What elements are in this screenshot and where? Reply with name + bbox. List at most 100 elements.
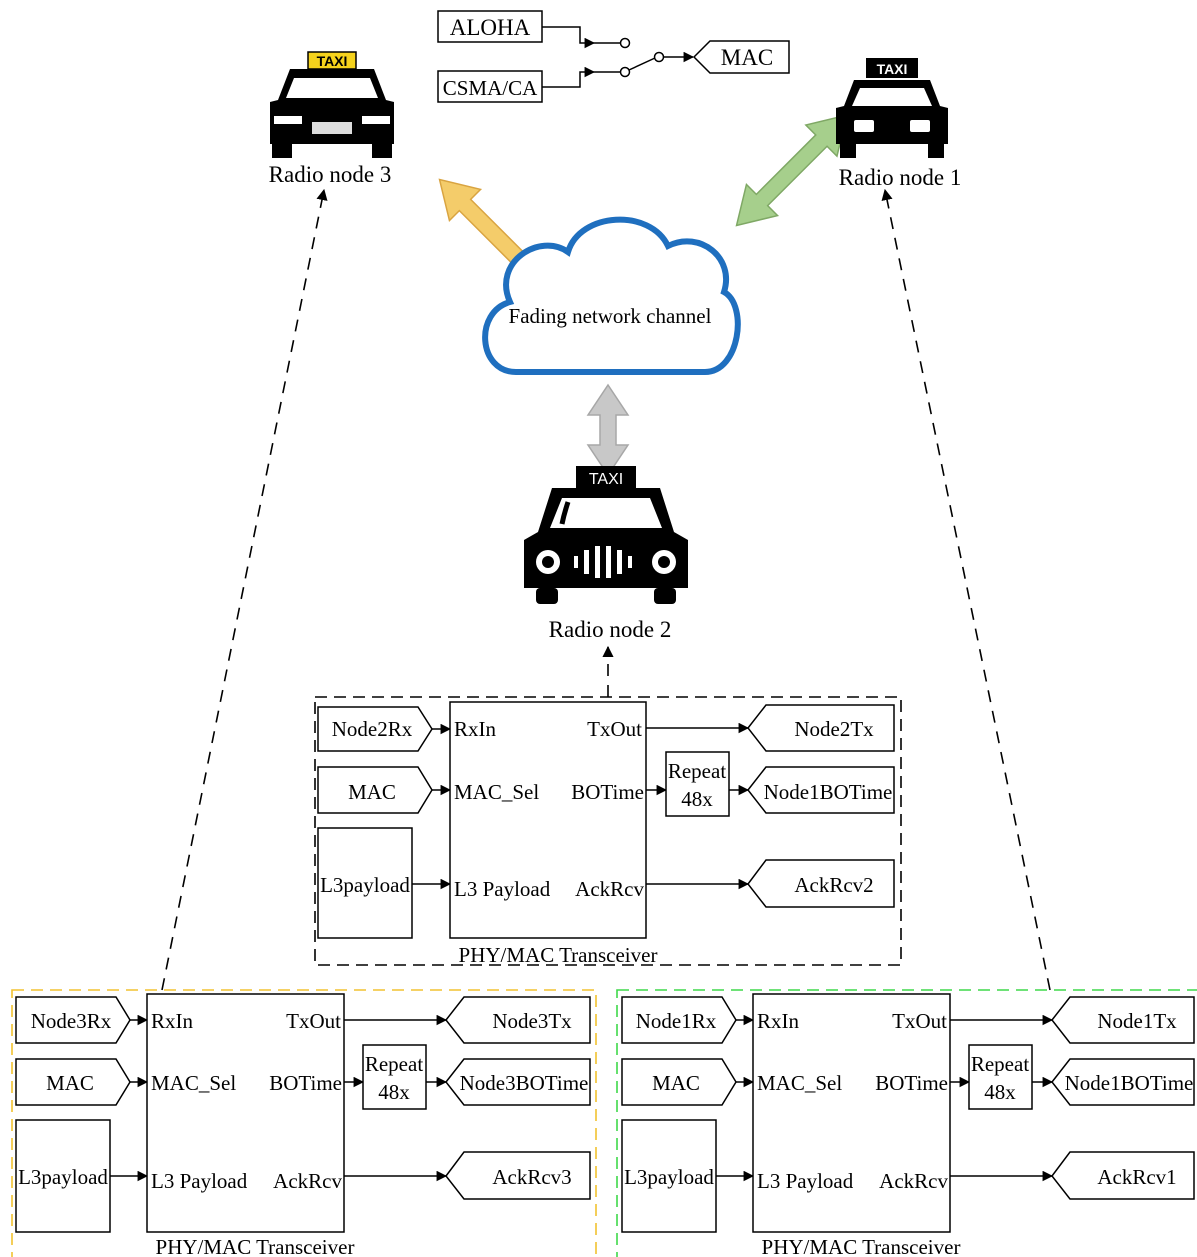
svg-text:AckRcv: AckRcv [575,877,644,901]
input-l3payload [621,1119,717,1233]
svg-text:L3payload: L3payload [624,1165,714,1189]
svg-text:AckRcv3: AckRcv3 [492,1165,571,1189]
svg-text:48x: 48x [681,787,713,811]
svg-text:MAC_Sel: MAC_Sel [454,780,539,804]
mac-selector: ALOHA CSMA/CA MAC [437,10,790,103]
repeat-block [968,1044,1033,1110]
output-ackrcv1 [1051,1151,1195,1200]
svg-text:48x: 48x [378,1080,410,1104]
output-node1botime [747,766,895,814]
switch-contact-csma [619,66,631,78]
frame-node2 [314,696,902,966]
mac-output-tag [692,40,790,74]
svg-text:RxIn: RxIn [757,1009,800,1033]
input-mac [15,1058,131,1106]
svg-text:RxIn: RxIn [454,717,497,741]
transceiver-node2: Node2Rx MAC L3payload RxIn TxOut MAC_Sel… [317,701,895,967]
output-ackrcv3 [445,1151,591,1200]
svg-text:Node3BOTime: Node3BOTime [460,1071,589,1095]
svg-text:TxOut: TxOut [587,717,642,741]
svg-text:Repeat: Repeat [971,1052,1029,1076]
radio-node-1: TAXI Radio node 1 [836,58,961,190]
input-node3rx [15,996,131,1044]
link-arrow-node2 [586,383,630,477]
node2-label: Radio node 2 [549,617,672,642]
aloha-wire [542,26,596,49]
fading-channel-cloud: Fading network channel [482,216,741,375]
aloha-box [437,10,543,43]
input-l3payload [317,827,413,939]
transceiver-title: PHY/MAC Transceiver [459,943,658,967]
switch-pivot [653,51,665,63]
svg-text:BOTime: BOTime [571,780,644,804]
aloha-label: ALOHA [450,15,531,40]
svg-text:AckRcv1: AckRcv1 [1097,1165,1176,1189]
phy-mac-block [752,993,951,1233]
transceiver-title: PHY/MAC Transceiver [156,1235,355,1257]
transceiver-node3: Node3Rx MAC L3payload RxIn TxOut MAC_Sel… [15,993,591,1257]
svg-text:L3 Payload: L3 Payload [454,877,551,901]
svg-text:Repeat: Repeat [365,1052,423,1076]
input-l3payload [15,1119,111,1233]
svg-text:AckRcv: AckRcv [879,1169,948,1193]
output-node1tx [1051,996,1195,1044]
connector-node1 [881,188,1051,991]
svg-text:L3payload: L3payload [320,873,410,897]
connector-node3 [161,188,328,991]
svg-text:AckRcv2: AckRcv2 [794,873,873,897]
node1-label: Radio node 1 [839,165,962,190]
taxi-sign-node3: TAXI [317,53,348,69]
taxi-sign-node1: TAXI [877,61,908,77]
svg-text:Node1Tx: Node1Tx [1097,1009,1177,1033]
transceiver-node1: Node1Rx MAC L3payload RxIn TxOut MAC_Sel… [621,993,1195,1257]
switch-contact-aloha [619,37,631,49]
taxi-sign-node2: TAXI [589,471,623,488]
repeat-block [362,1044,427,1110]
svg-text:BOTime: BOTime [875,1071,948,1095]
output-node1botime [1051,1058,1195,1106]
csma-box [437,70,543,103]
input-mac [621,1058,737,1106]
frame-node3 [11,989,597,1257]
mac-output-label: MAC [721,45,773,70]
input-node2rx [317,706,433,752]
svg-text:Node3Rx: Node3Rx [31,1009,112,1033]
node3-label: Radio node 3 [269,162,392,187]
svg-text:L3 Payload: L3 Payload [757,1169,854,1193]
svg-text:TxOut: TxOut [892,1009,947,1033]
link-arrow-node1 [735,114,848,227]
phy-mac-block [449,701,647,939]
transceiver-title: PHY/MAC Transceiver [762,1235,961,1257]
svg-text:BOTime: BOTime [269,1071,342,1095]
channel-label: Fading network channel [509,304,712,328]
svg-text:Node1BOTime: Node1BOTime [1065,1071,1194,1095]
svg-text:Repeat: Repeat [668,759,726,783]
radio-node-3: TAXI Radio node 3 [269,51,394,187]
svg-text:TxOut: TxOut [286,1009,341,1033]
svg-text:MAC: MAC [652,1071,700,1095]
svg-text:48x: 48x [984,1080,1016,1104]
output-ackrcv2 [747,859,895,908]
svg-text:Node1BOTime: Node1BOTime [764,780,893,804]
svg-text:MAC: MAC [46,1071,94,1095]
svg-text:Node3Tx: Node3Tx [492,1009,572,1033]
switch-lever [628,57,656,71]
svg-text:L3payload: L3payload [18,1165,108,1189]
input-node1rx [621,996,737,1044]
radio-node-2: TAXI Radio node 2 [524,466,688,642]
input-mac [317,766,433,814]
csma-label: CSMA/CA [443,76,538,100]
svg-text:MAC: MAC [348,780,396,804]
svg-text:Node2Tx: Node2Tx [794,717,874,741]
phy-mac-block [146,993,345,1233]
svg-text:MAC_Sel: MAC_Sel [151,1071,236,1095]
svg-text:MAC_Sel: MAC_Sel [757,1071,842,1095]
svg-text:Node1Rx: Node1Rx [636,1009,717,1033]
svg-text:Node2Rx: Node2Rx [332,717,413,741]
svg-text:RxIn: RxIn [151,1009,194,1033]
frame-node1 [616,989,1197,1257]
csma-wire [542,66,596,88]
svg-text:L3 Payload: L3 Payload [151,1169,248,1193]
output-node3botime [445,1058,591,1106]
